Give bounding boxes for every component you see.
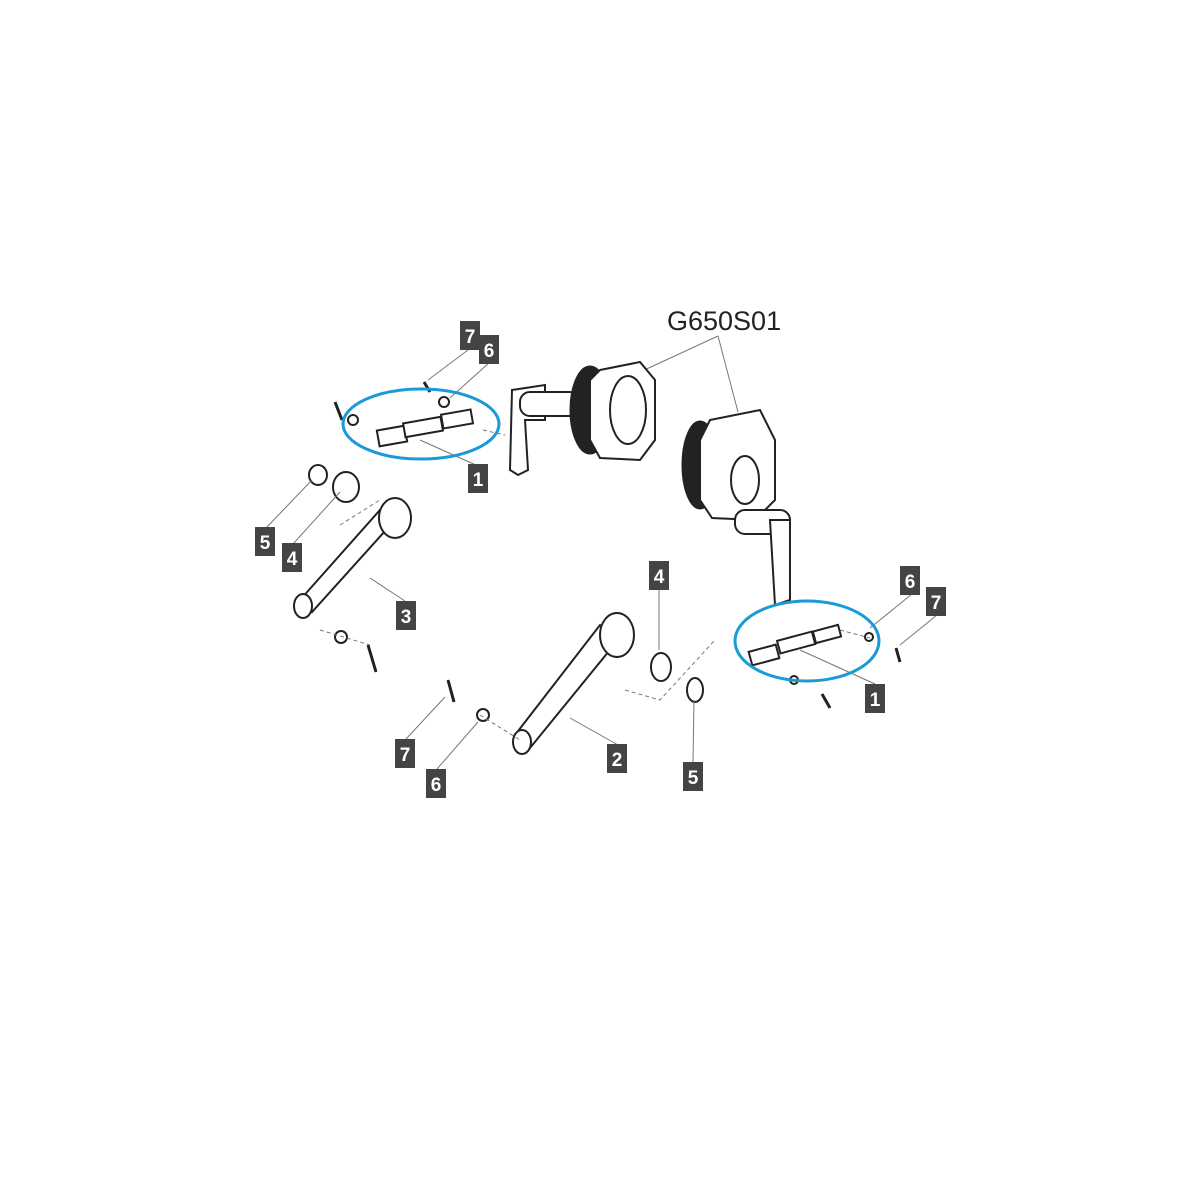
callout-4-left: 4 <box>282 543 302 572</box>
lever-3 <box>293 464 412 673</box>
callout-7-top: 7 <box>460 321 480 350</box>
svg-text:2: 2 <box>612 750 623 771</box>
highlight-ring-right <box>733 599 881 683</box>
callout-6-bottom: 6 <box>426 769 446 798</box>
svg-text:6: 6 <box>484 341 495 362</box>
svg-text:1: 1 <box>473 470 484 491</box>
callout-1-left: 1 <box>468 464 488 493</box>
highlight-ring-left <box>341 387 501 461</box>
lever-2 <box>446 612 704 755</box>
callout-5-bottom: 5 <box>683 762 703 791</box>
assembly-leader <box>639 335 739 413</box>
callout-7-right: 7 <box>926 587 946 616</box>
adjuster-rod-right <box>747 623 902 709</box>
svg-text:6: 6 <box>431 775 442 796</box>
svg-text:7: 7 <box>465 327 476 348</box>
brake-hub-right <box>681 408 791 607</box>
brake-hub-left <box>508 360 656 477</box>
svg-text:7: 7 <box>931 593 942 614</box>
svg-text:4: 4 <box>287 549 298 570</box>
callout-2: 2 <box>607 744 627 773</box>
svg-text:5: 5 <box>260 533 271 554</box>
assembly-label: G650S01 <box>667 306 781 336</box>
svg-text:5: 5 <box>688 768 699 789</box>
callout-4-right: 4 <box>649 561 669 590</box>
callout-3: 3 <box>396 601 416 630</box>
callout-6-right: 6 <box>900 566 920 595</box>
svg-text:6: 6 <box>905 572 916 593</box>
svg-text:3: 3 <box>401 607 412 628</box>
callout-7-bottom: 7 <box>395 739 415 768</box>
callout-1-right: 1 <box>865 684 885 713</box>
adjuster-rod-left <box>333 381 475 448</box>
svg-text:1: 1 <box>870 690 881 711</box>
svg-text:7: 7 <box>400 745 411 766</box>
callout-5-left: 5 <box>255 527 275 556</box>
svg-text:4: 4 <box>654 567 665 588</box>
callout-6-top: 6 <box>479 335 499 364</box>
